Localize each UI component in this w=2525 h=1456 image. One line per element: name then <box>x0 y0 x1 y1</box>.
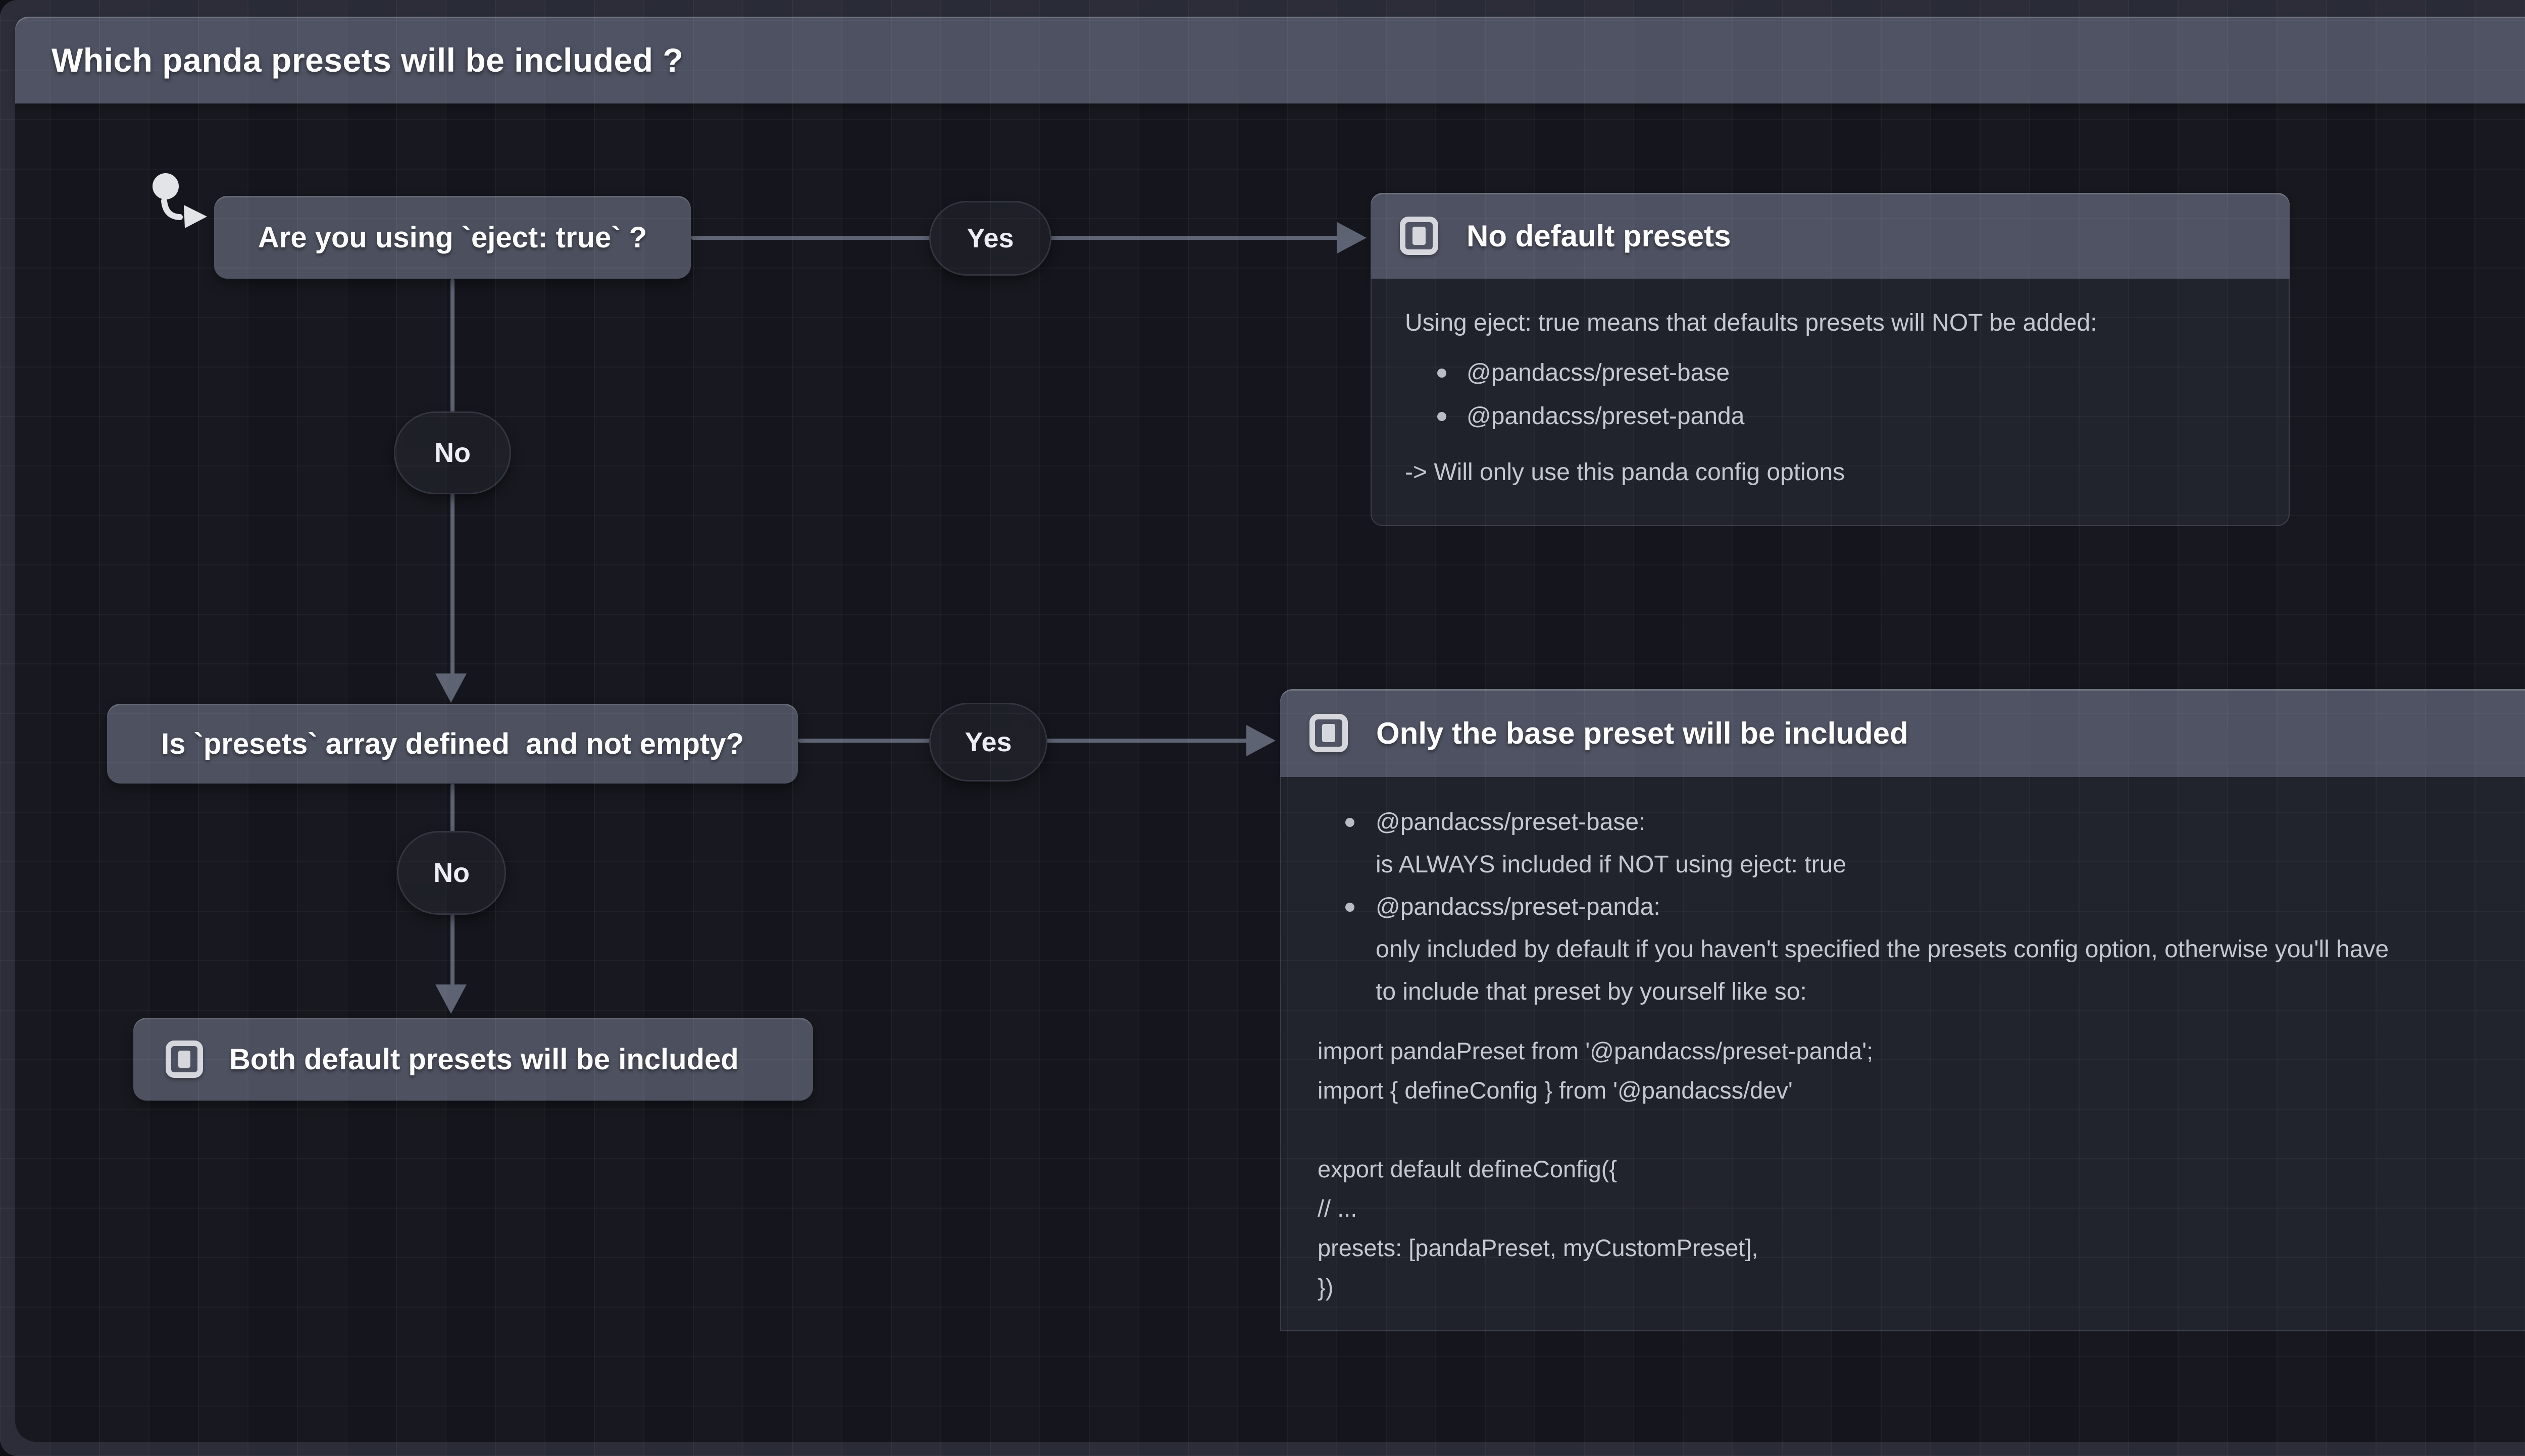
box-title: No default presets <box>1467 219 1731 253</box>
box-footer-text: -> Will only use this panda config optio… <box>1405 459 1845 486</box>
bullet-item-continuation: to include that preset by yourself like … <box>1376 978 1807 1005</box>
edge-label-text: Yes <box>967 223 1014 253</box>
diagram-title: Which panda presets will be included ? <box>52 41 684 79</box>
question-node-eject[interactable]: Are you using `eject: true` ? <box>214 196 691 279</box>
question-node-label: Is `presets` array defined and not empty… <box>161 727 744 760</box>
edge-label-text: No <box>433 858 470 888</box>
result-box-base-only[interactable]: Only the base preset will be included @p… <box>1280 689 2525 1331</box>
bullet-item-continuation: only included by default if you haven't … <box>1376 936 2389 963</box>
code-line: export default defineConfig({ <box>1318 1156 1618 1182</box>
result-square-icon <box>1309 714 1348 752</box>
edge-label-text: No <box>434 438 471 468</box>
code-line: import { defineConfig } from '@pandacss/… <box>1318 1077 1793 1104</box>
box-header[interactable]: Only the base preset will be included <box>1280 689 2525 777</box>
box-intro-text: Using eject: true means that defaults pr… <box>1405 309 2097 336</box>
bullet-item: @pandacss/preset-panda: <box>1318 886 2525 928</box>
edge-label-text: Yes <box>965 727 1012 757</box>
bullet-list: @pandacss/preset-base @pandacss/preset-p… <box>1405 351 2257 438</box>
pointer-click-icon <box>153 173 207 228</box>
bullet-item: @pandacss/preset-panda <box>1437 395 2257 438</box>
question-node-presets-array[interactable]: Is `presets` array defined and not empty… <box>107 704 798 784</box>
edge-label-no-1[interactable]: No <box>394 411 511 494</box>
code-line <box>1318 1110 2525 1150</box>
diagram-title-bar[interactable]: Which panda presets will be included ? <box>15 17 2525 103</box>
code-line: }) <box>1318 1274 1334 1301</box>
result-node-label: Both default presets will be included <box>229 1043 739 1076</box>
arrowhead-right-icon <box>1337 222 1367 253</box>
code-line: presets: [pandaPreset, myCustomPreset], <box>1318 1234 1758 1261</box>
bullet-item: @pandacss/preset-base <box>1437 351 2257 395</box>
question-node-label: Are you using `eject: true` ? <box>258 221 647 254</box>
result-square-icon <box>1400 217 1438 255</box>
bullet-item: @pandacss/preset-base: <box>1318 801 2525 844</box>
edge-label-no-2[interactable]: No <box>397 831 506 915</box>
bullet-item-continuation: is ALWAYS included if NOT using eject: t… <box>1376 851 1846 878</box>
box-body: @pandacss/preset-base: is ALWAYS include… <box>1280 777 2525 1331</box>
result-node-both-defaults[interactable]: Both default presets will be included <box>133 1018 813 1101</box>
box-header[interactable]: No default presets <box>1371 193 2290 279</box>
arrowhead-down-icon <box>435 673 467 703</box>
arrowhead-down-icon <box>435 984 467 1014</box>
result-square-icon <box>166 1041 203 1078</box>
arrowhead-right-icon <box>1246 725 1276 756</box>
result-box-no-defaults[interactable]: No default presets Using eject: true mea… <box>1371 193 2290 526</box>
box-body: Using eject: true means that defaults pr… <box>1371 279 2290 526</box>
box-title: Only the base preset will be included <box>1376 716 1908 750</box>
code-line: import pandaPreset from '@pandacss/prese… <box>1318 1037 1874 1064</box>
edge-label-yes-1[interactable]: Yes <box>929 201 1051 276</box>
code-block: import pandaPreset from '@pandacss/prese… <box>1318 1031 2525 1307</box>
edge-label-yes-2[interactable]: Yes <box>929 703 1047 782</box>
code-line: // ... <box>1318 1195 1357 1222</box>
